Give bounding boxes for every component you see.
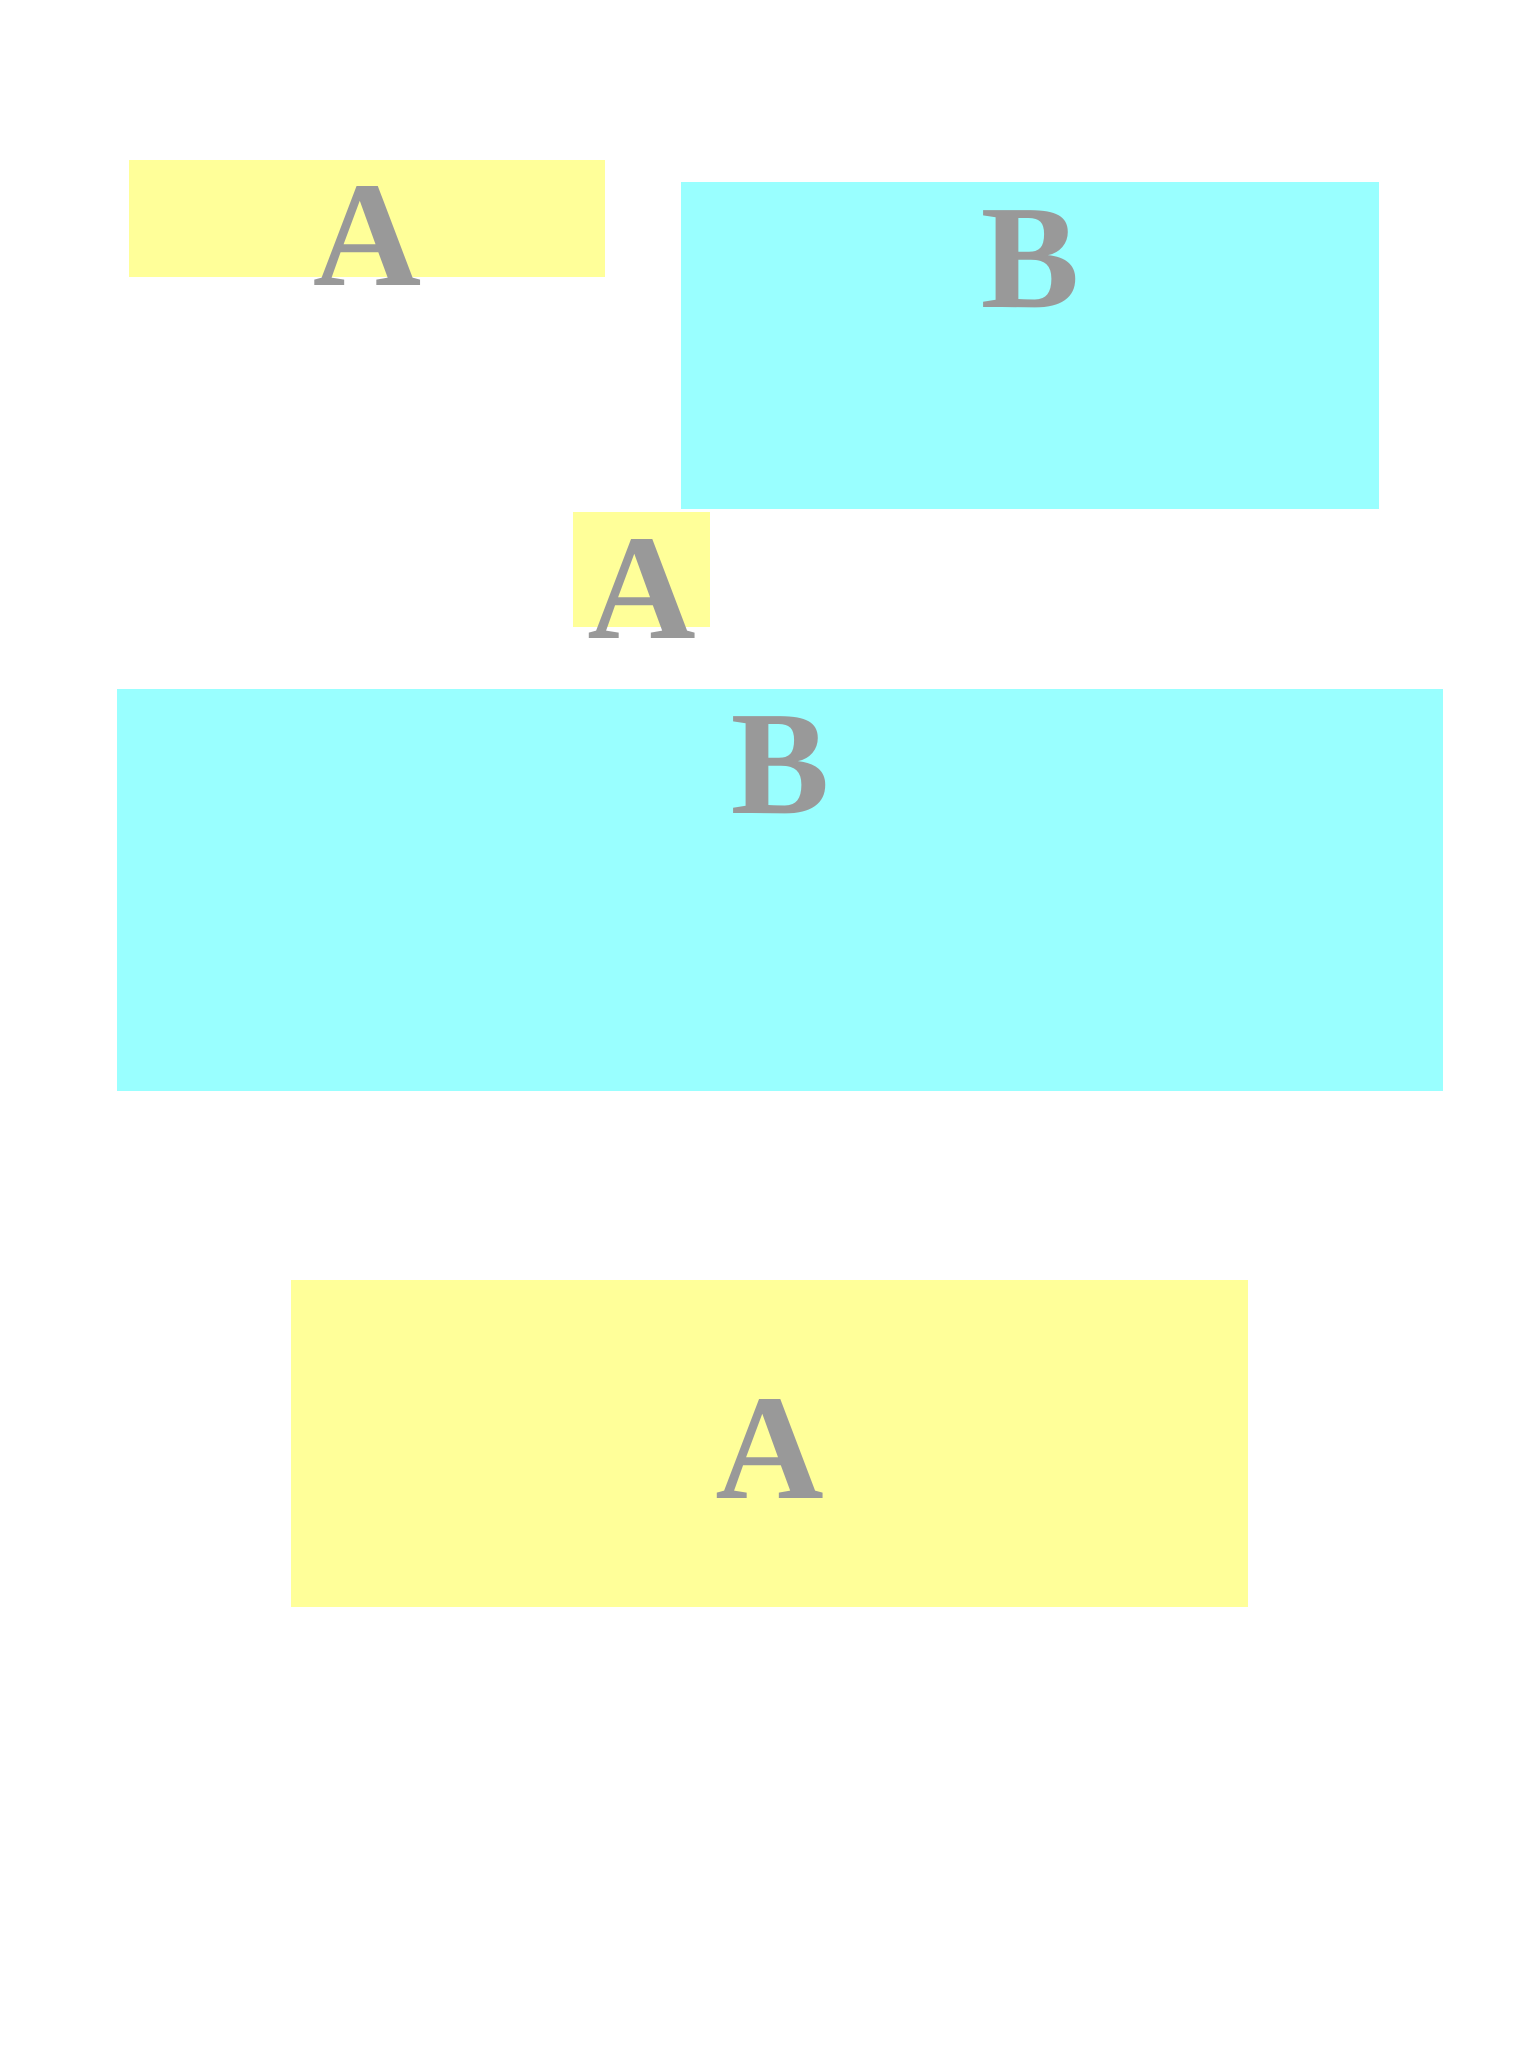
box-a-top-left: A	[129, 160, 605, 310]
box-b-top-right: B	[681, 182, 1379, 509]
box-a-label: A	[312, 152, 422, 318]
box-b-label: B	[730, 682, 830, 846]
box-a-bottom: A	[291, 1280, 1248, 1607]
box-a-label: A	[587, 505, 696, 671]
box-b-wide-middle: B	[117, 689, 1443, 1091]
box-a-label: A	[715, 1364, 824, 1531]
box-a-small-middle: A	[573, 512, 710, 663]
box-b-label: B	[980, 176, 1080, 340]
